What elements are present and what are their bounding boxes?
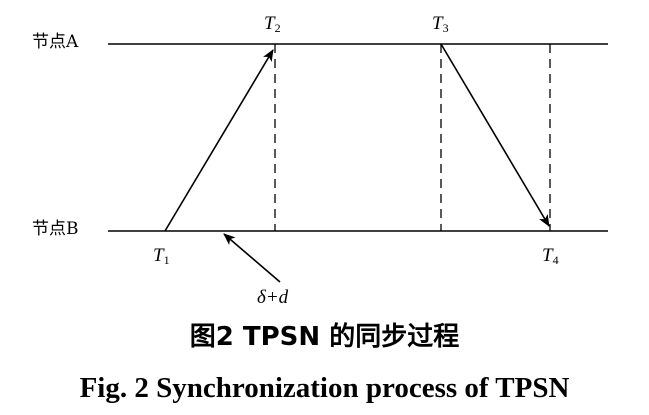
figure-caption-english: Fig. 2 Synchronization process of TPSN (79, 372, 570, 404)
request-message-arrow (164, 49, 274, 232)
t3-label: T3 (432, 13, 449, 35)
t2-label: T2 (264, 13, 281, 35)
t1-label: T1 (153, 245, 170, 267)
delay-label: δ+d (257, 287, 289, 308)
node-b-label: 节点B (32, 219, 79, 239)
node-a-label: 节点A (32, 32, 79, 52)
delay-pointer-arrow (223, 233, 281, 283)
figure-caption-chinese: 图2 TPSN 的同步过程 (189, 322, 460, 352)
reply-message-arrow (440, 43, 550, 227)
t4-label: T4 (542, 245, 559, 267)
